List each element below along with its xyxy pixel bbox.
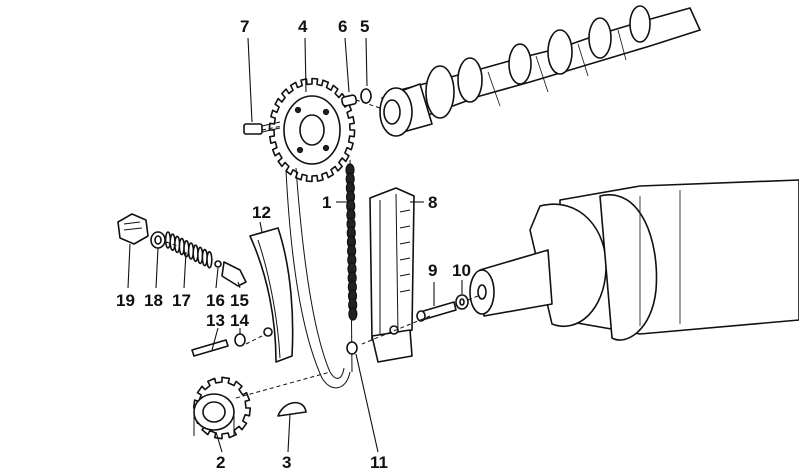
callout-5: 5 [360, 17, 369, 36]
callout-18: 18 [144, 291, 163, 310]
tensioner-spring [164, 231, 213, 269]
callout-15: 15 [230, 291, 249, 310]
callout-7: 7 [240, 17, 249, 36]
guide-bushing [346, 341, 358, 355]
sealing-ring [150, 231, 166, 249]
crankshaft [469, 179, 799, 341]
callout-13: 13 [206, 311, 225, 330]
callout-2: 2 [216, 453, 225, 472]
callout-17: 17 [172, 291, 191, 310]
tensioner-plug [117, 213, 149, 245]
callout-19: 19 [116, 291, 135, 310]
chain-link [348, 307, 358, 321]
callout-8: 8 [428, 193, 437, 212]
callout-1: 1 [322, 193, 331, 212]
callout-9: 9 [428, 261, 437, 280]
camshaft-sprocket [268, 77, 356, 183]
leader-lines [127, 37, 463, 453]
callout-labels: 7 4 6 5 1 8 12 9 10 19 18 17 16 15 13 14… [116, 17, 471, 472]
o-ring [360, 88, 372, 104]
chain-guide-rail [369, 187, 415, 363]
callout-14: 14 [230, 311, 249, 330]
timing-chain-path [285, 159, 353, 389]
callout-11: 11 [370, 453, 388, 472]
callout-4: 4 [298, 17, 308, 36]
tensioner-piston [221, 261, 247, 287]
spring-coil [206, 250, 213, 269]
callout-10: 10 [452, 261, 471, 280]
pivot-pin [191, 339, 229, 357]
dowel-pin [341, 94, 358, 107]
crankshaft-sprocket [192, 376, 252, 440]
callout-6: 6 [338, 17, 347, 36]
camshaft [379, 5, 701, 137]
timing-chain [345, 163, 358, 321]
tensioner-rail [249, 227, 294, 363]
sprocket-bolt [243, 121, 281, 135]
callout-3: 3 [282, 453, 291, 472]
assembly-lines [165, 99, 479, 399]
guide-bolt [416, 301, 457, 322]
ball [214, 260, 222, 268]
callout-12: 12 [252, 203, 271, 222]
callout-16: 16 [206, 291, 225, 310]
woodruff-key [277, 401, 307, 417]
circlip [234, 333, 246, 347]
washer [455, 294, 469, 310]
